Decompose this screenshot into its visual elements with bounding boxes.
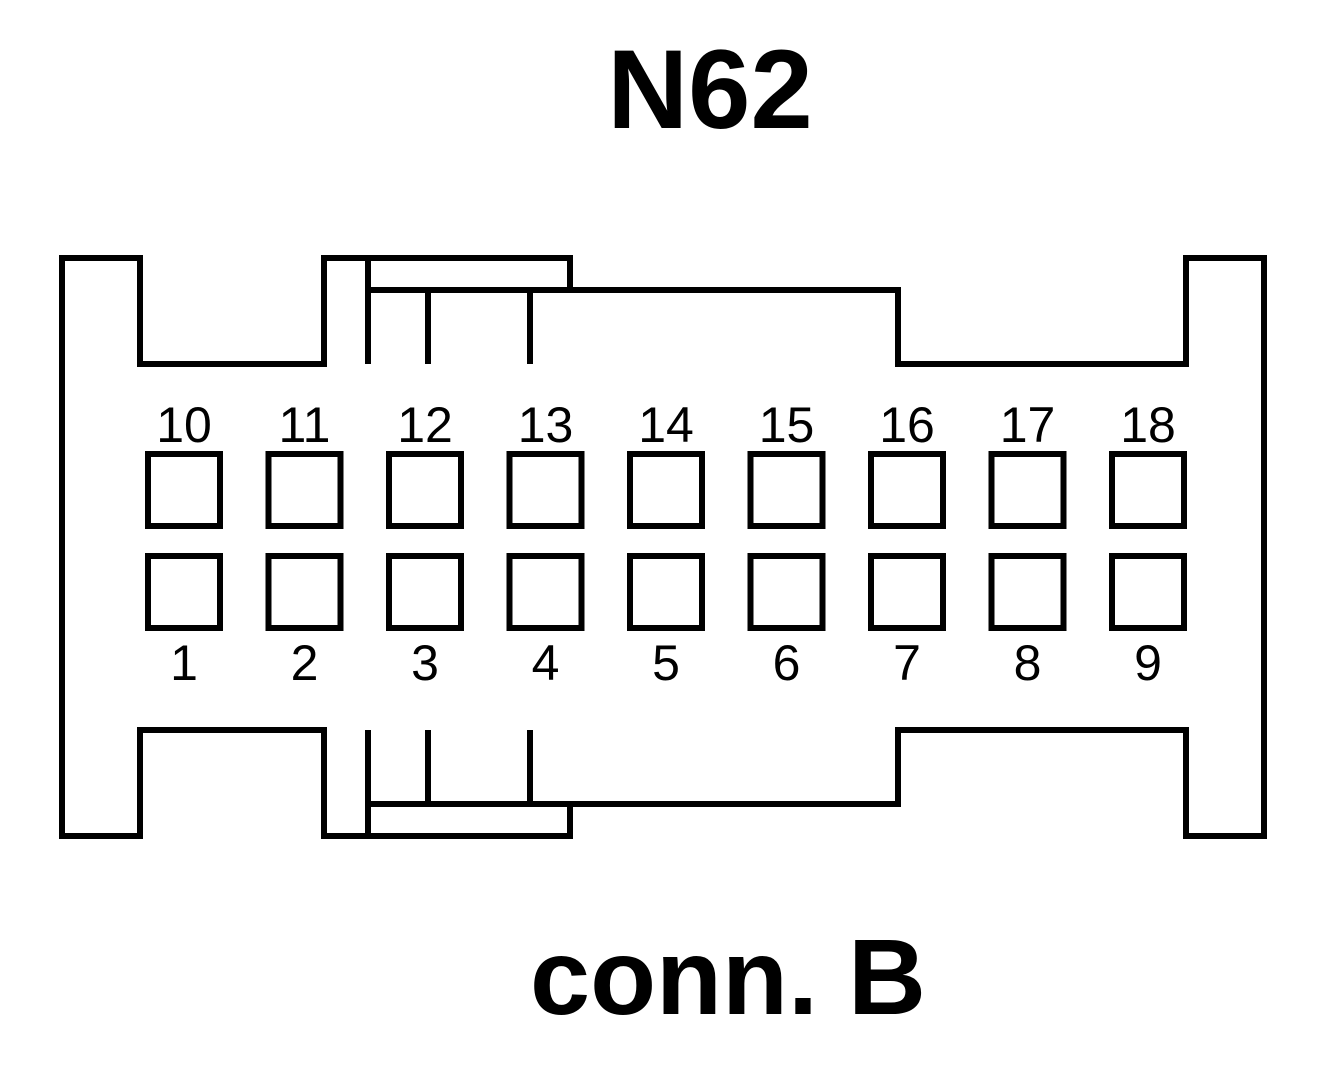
pin-cavity-15 — [747, 451, 826, 529]
pin-cavity-16 — [868, 451, 946, 529]
pin-label-5: 5 — [652, 635, 680, 691]
pin-cavity-3 — [386, 553, 464, 631]
pin-cavity-1 — [145, 553, 223, 631]
top-latch — [365, 258, 570, 364]
pin-label-11: 11 — [279, 397, 331, 453]
connector-housing — [59, 255, 1267, 839]
pin-label-7: 7 — [893, 635, 921, 691]
pin-cavity-17 — [988, 451, 1067, 529]
pin-cavity-6 — [747, 553, 826, 631]
pin-cavity-4 — [506, 553, 585, 631]
connector-subtitle: conn. B — [530, 916, 926, 1037]
pin-cavity-7 — [868, 553, 946, 631]
pin-cavity-2 — [265, 553, 344, 631]
pin-label-18: 18 — [1120, 397, 1176, 453]
pin-label-17: 17 — [1000, 397, 1056, 453]
pin-label-15: 15 — [759, 397, 815, 453]
pin-cavity-9 — [1109, 553, 1187, 631]
pin-label-1: 1 — [170, 635, 198, 691]
pin-label-8: 8 — [1014, 635, 1042, 691]
bottom-latch — [365, 730, 570, 836]
pin-label-16: 16 — [879, 397, 935, 453]
pin-cavity-13 — [506, 451, 585, 529]
pin-label-9: 9 — [1134, 635, 1162, 691]
pin-label-13: 13 — [518, 397, 574, 453]
pin-label-6: 6 — [773, 635, 801, 691]
connector-title: N62 — [607, 27, 812, 152]
pin-label-4: 4 — [532, 635, 560, 691]
pin-cavity-8 — [988, 553, 1067, 631]
pin-label-10: 10 — [156, 397, 212, 453]
pin-cavity-5 — [627, 553, 705, 631]
pin-label-3: 3 — [411, 635, 439, 691]
pin-label-2: 2 — [291, 635, 319, 691]
pin-cavity-18 — [1109, 451, 1187, 529]
pin-cavity-10 — [145, 451, 223, 529]
bottom-pin-row: 1 2 3 4 5 6 7 8 9 — [145, 553, 1187, 691]
pin-cavity-12 — [386, 451, 464, 529]
pin-cavity-11 — [265, 451, 344, 529]
pin-label-14: 14 — [638, 397, 694, 453]
pin-label-12: 12 — [397, 397, 453, 453]
pin-cavity-14 — [627, 451, 705, 529]
top-pin-row: 10 11 12 13 14 15 16 17 18 — [145, 397, 1187, 529]
